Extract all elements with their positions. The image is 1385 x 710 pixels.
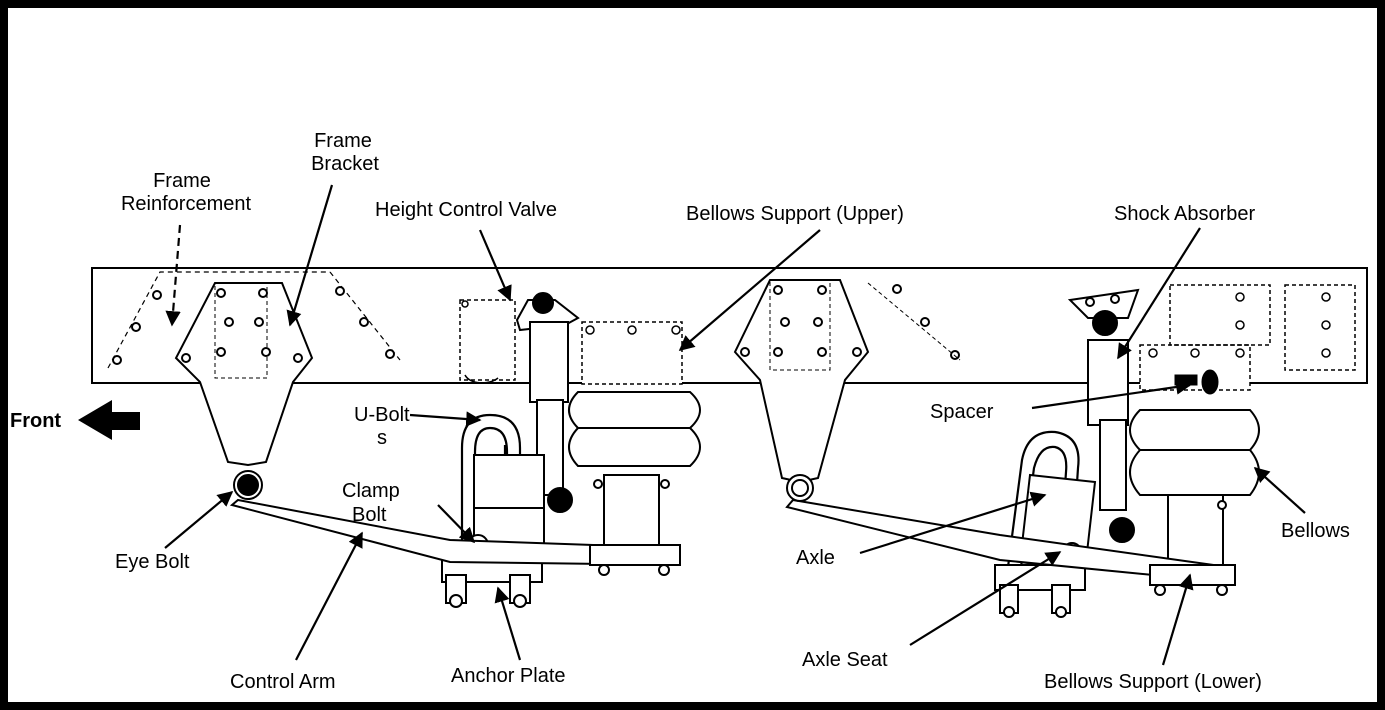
label-axle: Axle [796, 547, 835, 569]
label-clamp-bolt-1: Clamp [342, 480, 400, 502]
label-bellows-support-lower: Bellows Support (Lower) [1044, 671, 1262, 693]
labels: Frame Bracket Frame Reinforcement Height… [10, 130, 1350, 693]
front-axle [473, 454, 545, 556]
label-bellows-support-upper: Bellows Support (Upper) [686, 203, 904, 225]
label-height-control-valve: Height Control Valve [375, 199, 557, 221]
label-u-bolts-1: U-Bolt [354, 404, 410, 426]
label-bellows: Bellows [1281, 520, 1350, 542]
label-axle-seat: Axle Seat [802, 649, 888, 671]
front-frame-bracket [174, 282, 314, 467]
label-eye-bolt: Eye Bolt [115, 551, 190, 573]
rear-shock-absorber [1067, 288, 1140, 543]
label-anchor-plate: Anchor Plate [451, 665, 566, 687]
rear-u-bolts [1003, 430, 1080, 591]
label-frame-bracket-2: Bracket [311, 153, 379, 175]
label-spacer: Spacer [930, 401, 994, 423]
label-frame-bracket-1: Frame [314, 130, 372, 152]
label-u-bolts-2: s [377, 427, 387, 449]
reinforcement-holes [112, 286, 395, 365]
leader-lines [164, 184, 1306, 666]
front-arrow-icon [78, 400, 140, 440]
label-frame-reinforcement-2: Reinforcement [121, 193, 252, 215]
label-frame-reinforcement-1: Frame [153, 170, 211, 192]
label-control-arm: Control Arm [230, 671, 336, 693]
label-shock-absorber: Shock Absorber [1114, 203, 1256, 225]
rear-bellows [1129, 409, 1260, 568]
label-front: Front [10, 410, 61, 432]
front-shock-absorber [515, 292, 580, 513]
height-control-valve [459, 299, 516, 384]
front-bellows [568, 391, 701, 546]
front-bellows-support-upper [581, 321, 683, 385]
label-clamp-bolt-2: Bolt [352, 504, 387, 526]
